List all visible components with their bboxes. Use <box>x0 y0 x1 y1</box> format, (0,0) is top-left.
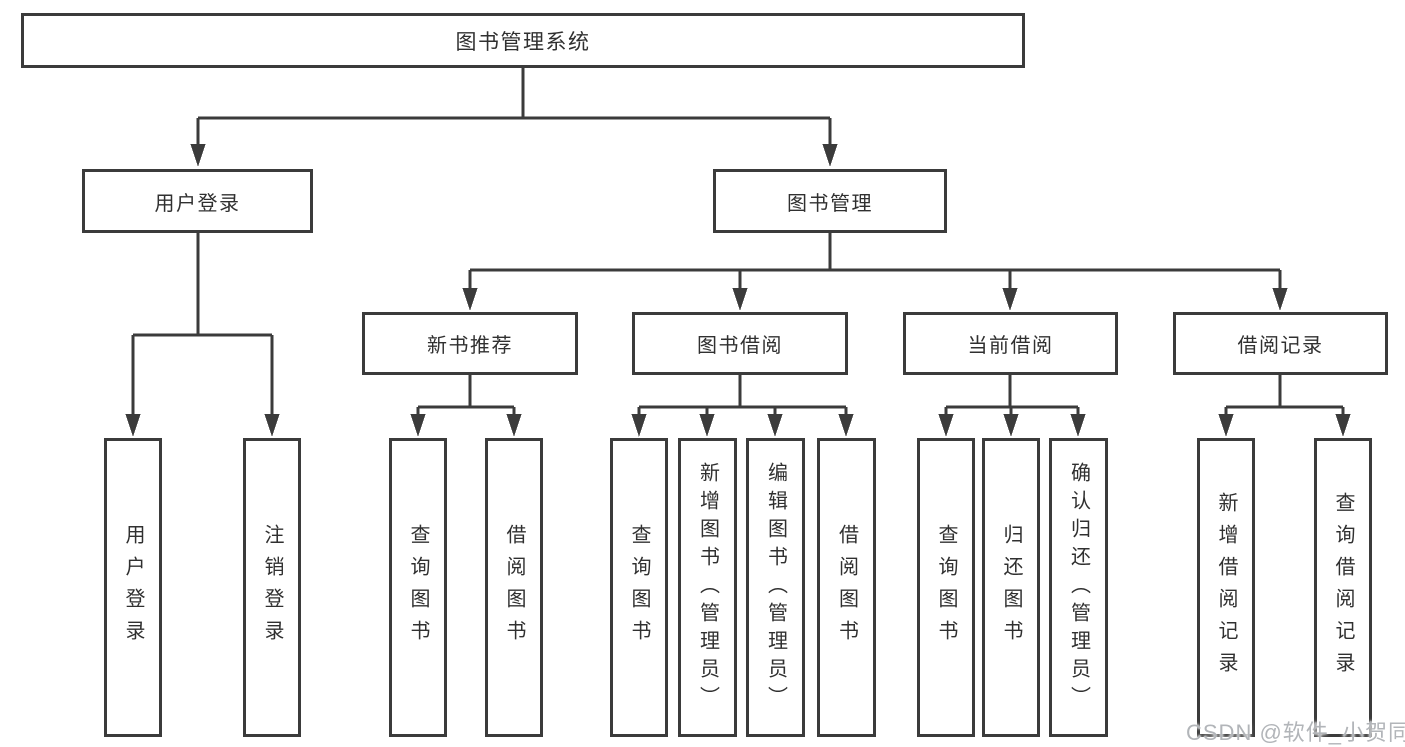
leaf-confirm-return-admin: 确认归还（管理员） <box>1049 438 1108 737</box>
leaf-query-books-borrowing: 查询图书 <box>610 438 668 737</box>
leaf-borrow-books: 借阅图书 <box>817 438 876 737</box>
node-current-borrowing: 当前借阅 <box>903 312 1118 375</box>
csdn-watermark: CSDN @软件_小贺同学 <box>1186 720 1405 745</box>
leaf-add-book-admin: 新增图书（管理员） <box>678 438 737 737</box>
node-user-login: 用户登录 <box>82 169 313 233</box>
leaf-user-login: 用户登录 <box>104 438 162 737</box>
arrowheads <box>125 144 1351 437</box>
node-book-management: 图书管理 <box>713 169 947 233</box>
node-root: 图书管理系统 <box>21 13 1025 68</box>
node-book-borrowing: 图书借阅 <box>632 312 848 375</box>
leaf-query-books-recommend: 查询图书 <box>389 438 447 737</box>
leaf-edit-book-admin: 编辑图书（管理员） <box>746 438 805 737</box>
node-new-book-recommend: 新书推荐 <box>362 312 578 375</box>
leaf-query-borrow-record: 查询借阅记录 <box>1314 438 1372 737</box>
node-borrowing-records: 借阅记录 <box>1173 312 1388 375</box>
leaf-return-books: 归还图书 <box>982 438 1040 737</box>
leaf-query-books-current: 查询图书 <box>917 438 975 737</box>
leaf-logout: 注销登录 <box>243 438 301 737</box>
leaf-add-borrow-record: 新增借阅记录 <box>1197 438 1255 737</box>
leaf-borrow-books-recommend: 借阅图书 <box>485 438 543 737</box>
